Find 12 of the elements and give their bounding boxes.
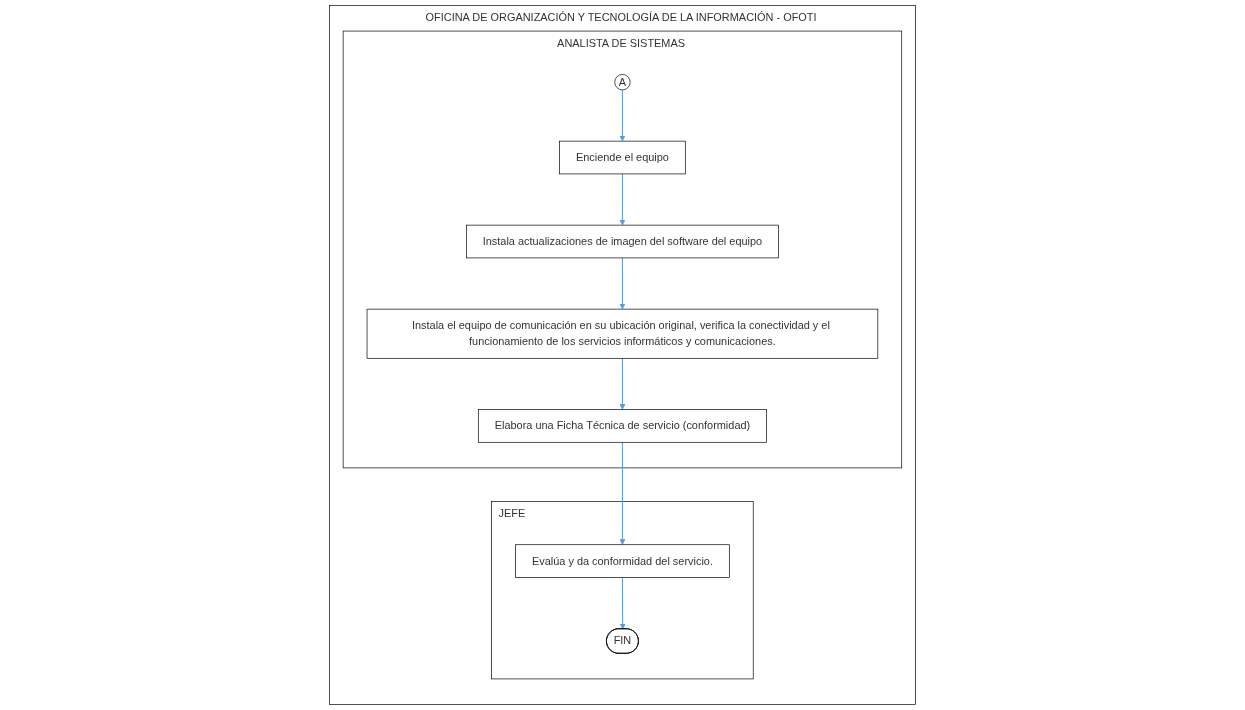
arrow [619, 357, 626, 410]
arrow [619, 173, 626, 226]
arrow [619, 89, 626, 142]
arrow [619, 441, 626, 545]
node-box: Enciende el equipo [559, 140, 686, 175]
arrow [619, 577, 626, 630]
node-circle: A [614, 74, 631, 91]
node-box: Evalúa y da conformidad del servicio. [515, 544, 730, 578]
node-box: Instala el equipo de comunicación en su ubicación original, verifica la conectividad y el funcionamiento de los servicios informáticos y comunicaciones. [366, 308, 879, 359]
node-box: Elabora una Ficha Técnica de servicio (conformidad) [478, 409, 767, 443]
arrow [619, 257, 626, 310]
node-box: Instala actualizaciones de imagen del software del equipo [466, 224, 779, 259]
